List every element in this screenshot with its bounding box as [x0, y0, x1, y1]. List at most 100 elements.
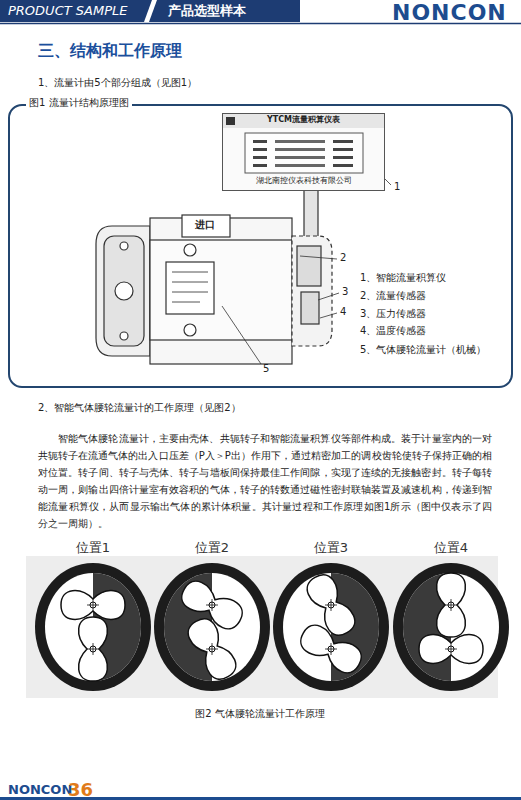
rotor [184, 614, 241, 684]
section-title: 三、结构和工作原理 [38, 41, 182, 60]
position-label: 位置1 [74, 540, 112, 556]
axis-mark [331, 643, 332, 655]
meter-casing [35, 563, 151, 691]
callout-number: 2 [340, 252, 346, 264]
rotor-position: 位置4 [389, 540, 513, 696]
lcd-segment [253, 148, 267, 151]
rotor [296, 621, 366, 678]
inlet-label: 进口 [195, 219, 215, 231]
bolt [184, 244, 196, 256]
part-name: 2、流量传感器 [360, 290, 426, 302]
position-label: 位置2 [193, 540, 231, 556]
rotor [419, 635, 483, 664]
plate-line [172, 272, 208, 273]
rotor-position: 位置1 [31, 540, 155, 696]
callout-number: 5 [263, 363, 269, 375]
housing [150, 218, 292, 364]
position-label: 位置3 [312, 540, 350, 556]
rotor-position-drawing [269, 560, 393, 694]
sensor-section [292, 236, 332, 346]
stem [304, 190, 318, 238]
measuring-chamber [403, 573, 499, 681]
brand-logo: NONCON [392, 0, 507, 26]
leader-lines [222, 178, 391, 364]
callout-number: 1 [394, 181, 400, 193]
part-name: 3、压力传感器 [360, 308, 426, 320]
lcd-segment [333, 140, 353, 143]
callout-number: 3 [342, 286, 348, 298]
lcd-segment [253, 140, 267, 143]
lcd-segment [275, 164, 325, 167]
meter-casing [273, 563, 389, 691]
plate-line [172, 292, 208, 293]
axis-mark [451, 643, 452, 655]
rotor-position: 位置2 [150, 540, 274, 696]
plate-line [172, 302, 200, 303]
lcd-segment [275, 140, 325, 143]
leader-line [384, 178, 391, 185]
meter-head-box: YTCM流量积算仪表湖北南控仪表科技有限公司 [222, 113, 385, 191]
measuring-chamber [45, 573, 141, 681]
rotor-position-drawing [389, 560, 513, 694]
meter-casing [154, 563, 270, 691]
rotor [61, 591, 125, 620]
meter-model: YTCM流量积算仪表 [267, 115, 340, 125]
housing-band [150, 240, 292, 340]
footer-logo: NONCON [8, 782, 72, 798]
header-text: PRODUCT SAMPLE [8, 3, 127, 19]
rotor [79, 617, 108, 681]
flowmeter-drawing [96, 190, 332, 364]
lcd-segment [333, 164, 353, 167]
bolt [120, 332, 128, 340]
lcd-segment [253, 164, 267, 167]
leader-line [222, 306, 261, 364]
rotor-position-drawing [31, 560, 155, 694]
rotor-position: 位置3 [269, 540, 393, 696]
end-cap-inner [104, 236, 144, 346]
axis-mark [93, 643, 94, 655]
lcd-segment [275, 156, 325, 159]
rotor [437, 573, 466, 637]
nameplate [166, 262, 214, 314]
inlet-plate [182, 215, 230, 237]
lcd-segment [333, 148, 353, 151]
meter-casing [393, 563, 509, 691]
end-cap [96, 226, 150, 356]
leader-line [320, 313, 337, 318]
rotor-position-drawing [150, 560, 274, 694]
figure-heading: 图1 流量计结构原理图 [26, 97, 132, 109]
body-paragraph: 智能气体腰轮流量计，主要由壳体、共轭转子和智能流量积算仪等部件构成。装于计量室内… [38, 430, 492, 532]
axis-mark [212, 599, 213, 611]
axis-mark [212, 643, 213, 655]
lcd-segment [253, 156, 267, 159]
callout-number: 4 [340, 306, 346, 318]
axis-mark [331, 599, 332, 611]
page-number: 36 [68, 779, 93, 800]
lcd-segment [275, 148, 325, 151]
part-name: 1、智能流量积算仪 [360, 272, 446, 284]
axis-mark [451, 599, 452, 611]
part-name: 5、气体腰轮流量计（机械） [360, 344, 486, 356]
bolt [120, 242, 128, 250]
company-name: 湖北南控仪表科技有限公司 [256, 176, 352, 186]
lcd-segment [333, 156, 353, 159]
hub [115, 282, 133, 300]
header-text: 产品选型样本 [168, 3, 246, 19]
section-note: 1、流量计由5个部分组成（见图1） [38, 77, 197, 89]
brand-mark [226, 117, 235, 125]
bolt [184, 324, 196, 336]
lcd-display [245, 133, 363, 173]
section-note: 2、智能气体腰轮流量计的工作原理（见图2） [38, 402, 241, 414]
position-label: 位置4 [432, 540, 470, 556]
leader-line [300, 256, 337, 259]
header-divider [144, 0, 157, 22]
plate-line [172, 282, 208, 283]
figure-caption: 图2 气体腰轮流量计工作原理 [195, 708, 325, 720]
header-band: PRODUCT SAMPLE 产品选型样本 [0, 0, 300, 22]
flow-sensor [297, 246, 321, 286]
axis-mark [93, 599, 94, 611]
leader-line [318, 293, 339, 300]
nameplate-lines [172, 272, 208, 302]
part-name: 4、温度传感器 [360, 325, 426, 337]
